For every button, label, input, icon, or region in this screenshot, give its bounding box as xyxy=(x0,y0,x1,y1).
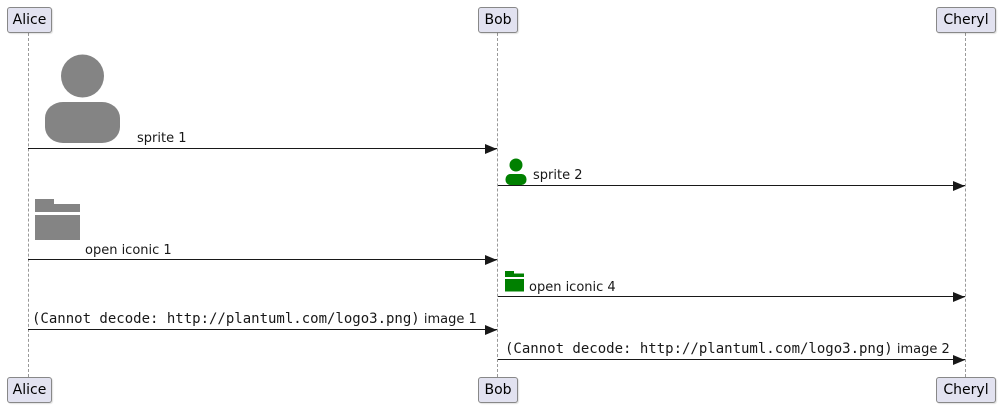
cannot-decode-text: (Cannot decode: http://plantuml.com/logo… xyxy=(32,311,420,327)
message-arrow xyxy=(28,329,497,330)
folder-icon-large-gray xyxy=(35,199,80,240)
participant-label: Cheryl xyxy=(943,12,989,28)
message-label: sprite 2 xyxy=(533,168,583,183)
arrowhead-icon xyxy=(953,291,965,302)
participant-label: Cheryl xyxy=(943,382,989,398)
lifeline-cheryl xyxy=(965,33,966,377)
message-arrow xyxy=(28,259,497,260)
participant-bob-bottom: Bob xyxy=(478,377,518,403)
image-label: image 2 xyxy=(892,342,950,357)
arrowhead-icon xyxy=(485,143,497,154)
lifeline-alice xyxy=(28,33,29,377)
image-label: image 1 xyxy=(419,312,477,327)
participant-alice-top: Alice xyxy=(7,7,52,33)
arrowhead-icon xyxy=(953,354,965,365)
message-arrow xyxy=(498,296,965,297)
message-label: sprite 1 xyxy=(137,131,187,146)
arrowhead-icon xyxy=(953,180,965,191)
participant-label: Bob xyxy=(484,12,512,28)
lifeline-bob xyxy=(497,33,498,377)
message-arrow xyxy=(28,148,497,149)
message-arrow xyxy=(498,185,965,186)
participant-alice-bottom: Alice xyxy=(7,377,52,403)
participant-cheryl-bottom: Cheryl xyxy=(936,377,996,403)
participant-bob-top: Bob xyxy=(478,7,518,33)
person-sprite-small-green-icon xyxy=(505,158,527,185)
cannot-decode-text: (Cannot decode: http://plantuml.com/logo… xyxy=(505,341,893,357)
arrowhead-icon xyxy=(485,254,497,265)
participant-label: Alice xyxy=(12,12,47,28)
arrowhead-icon xyxy=(485,324,497,335)
folder-icon-small-green xyxy=(505,271,524,292)
message-arrow xyxy=(498,359,965,360)
participant-label: Alice xyxy=(12,382,47,398)
participant-label: Bob xyxy=(484,382,512,398)
message-label: (Cannot decode: http://plantuml.com/logo… xyxy=(32,311,477,327)
participant-cheryl-top: Cheryl xyxy=(936,7,996,33)
person-sprite-large-gray-icon xyxy=(45,54,120,143)
message-label: (Cannot decode: http://plantuml.com/logo… xyxy=(505,341,950,357)
message-label: open iconic 4 xyxy=(529,280,616,295)
message-label: open iconic 1 xyxy=(85,243,172,258)
